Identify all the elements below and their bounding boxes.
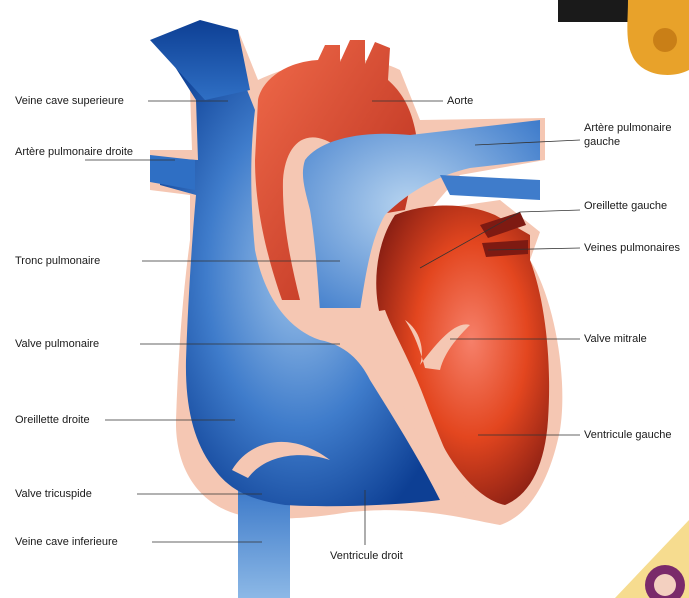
- label-valve-tricuspide: Valve tricuspide: [15, 487, 92, 501]
- corner-bottom-right-decoration: [615, 520, 689, 598]
- label-ventricule-gauche: Ventricule gauche: [584, 428, 671, 442]
- label-oreillette-gauche: Oreillette gauche: [584, 199, 667, 213]
- label-oreillette-droite: Oreillette droite: [15, 413, 90, 427]
- label-valve-mitrale: Valve mitrale: [584, 332, 647, 346]
- label-valve-pulmonaire: Valve pulmonaire: [15, 337, 99, 351]
- label-ventricule-droit: Ventricule droit: [330, 549, 403, 563]
- left-pulmonary-artery-lower: [440, 175, 540, 200]
- label-artere-pulmonaire-droite: Artère pulmonaire droite: [15, 145, 140, 159]
- corner-top-right-decoration: [558, 0, 689, 75]
- label-aorte: Aorte: [447, 94, 473, 108]
- label-veine-cave-inferieure: Veine cave inferieure: [15, 535, 118, 549]
- label-veines-pulmonaires: Veines pulmonaires: [584, 241, 680, 255]
- label-artere-pulmonaire-gauche: Artère pulmonaire gauche: [584, 121, 686, 149]
- label-tronc-pulmonaire: Tronc pulmonaire: [15, 254, 100, 268]
- superior-vena-cava: [150, 20, 250, 100]
- label-veine-cave-superieure: Veine cave superieure: [15, 94, 124, 108]
